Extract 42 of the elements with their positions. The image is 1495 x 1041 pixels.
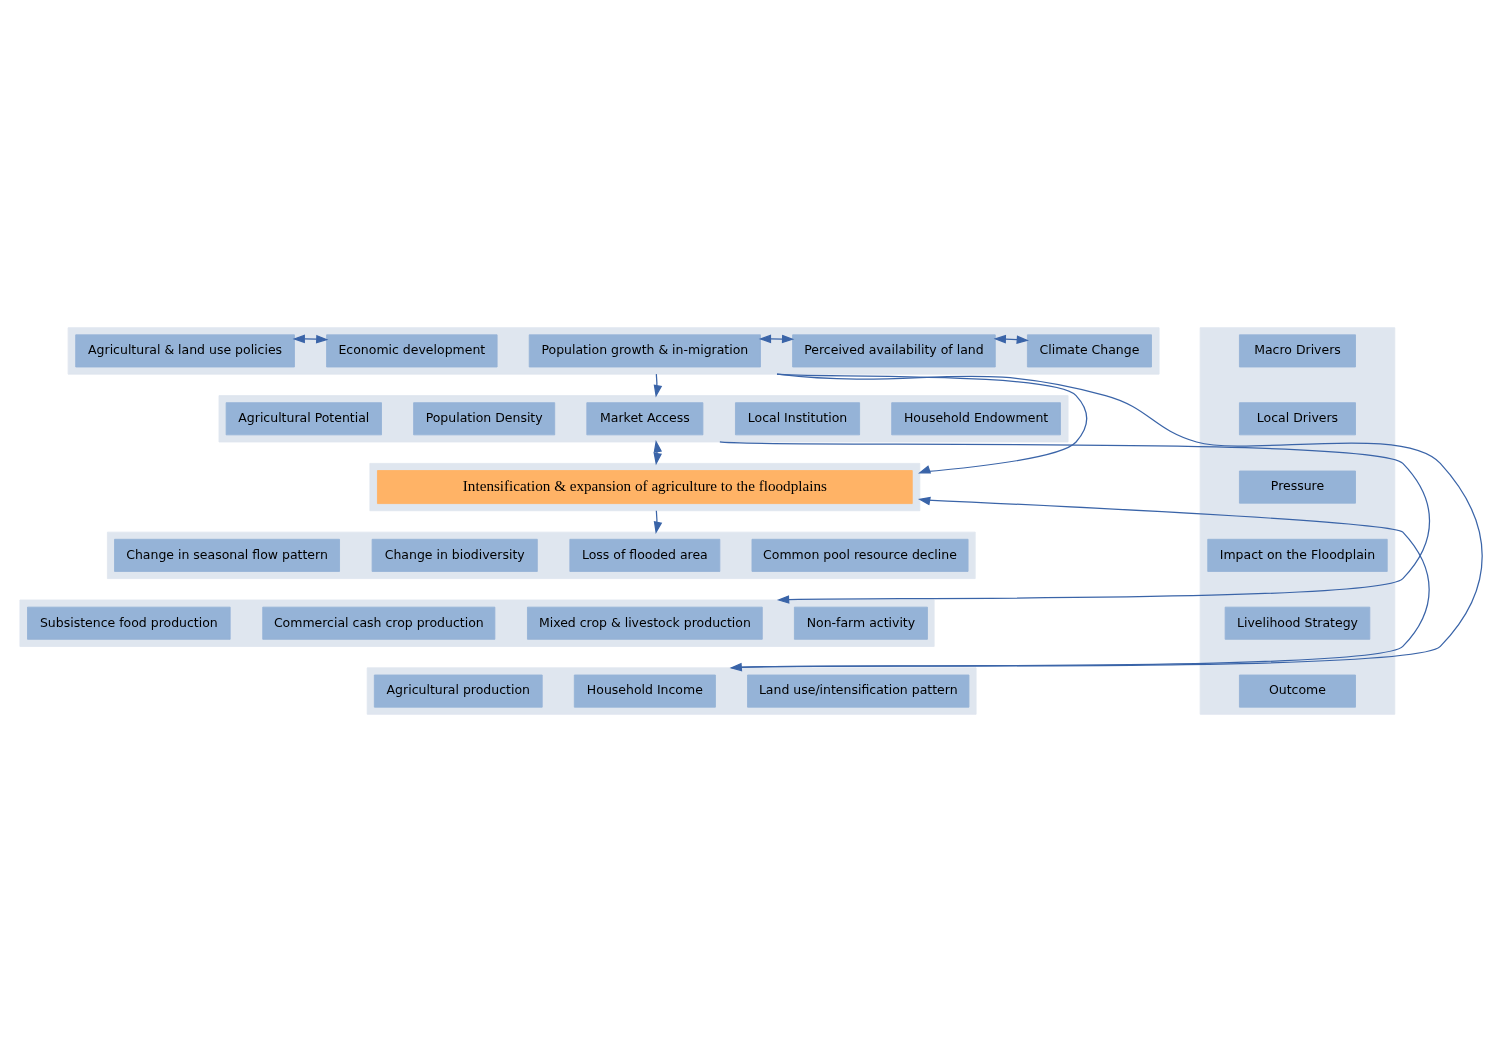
- cluster: [19, 599, 935, 647]
- node-box: Agricultural Potential: [225, 401, 382, 435]
- arrow: [993, 334, 1029, 344]
- cluster: [218, 394, 1069, 442]
- node-box: Agricultural & land use policies: [75, 333, 295, 367]
- node-box: Macro Drivers: [1239, 333, 1356, 367]
- node-box: Subsistence food production: [27, 606, 231, 640]
- arrow: [719, 440, 1431, 604]
- node-box: Climate Change: [1026, 333, 1152, 367]
- node-box: Loss of flooded area: [569, 538, 721, 572]
- node-box: Local Institution: [735, 401, 860, 435]
- cluster: [366, 666, 977, 715]
- node-box: Market Access: [586, 401, 704, 435]
- node-box: Pressure: [1239, 470, 1356, 504]
- arrow: [653, 373, 663, 397]
- node-box: Perceived availability of land: [792, 333, 996, 367]
- node-box: Mixed crop & livestock production: [527, 606, 763, 640]
- node-box: Change in biodiversity: [371, 538, 538, 572]
- cluster: [106, 531, 976, 579]
- node-box: Household Endowment: [891, 401, 1061, 435]
- cluster: [1199, 326, 1396, 715]
- node-box: Economic development: [326, 333, 498, 367]
- node-box: Livelihood Strategy: [1224, 606, 1371, 640]
- arrow: [292, 334, 329, 343]
- node-box: Population growth & in-migration: [528, 333, 761, 367]
- cluster: [67, 326, 1160, 375]
- node-box: Population Density: [413, 401, 556, 435]
- node-box: Change in seasonal flow pattern: [114, 538, 340, 572]
- node-box: Non-farm activity: [793, 606, 928, 640]
- arrow: [758, 334, 795, 343]
- node-box: Household Income: [573, 674, 716, 708]
- node-box: Commercial cash crop production: [262, 606, 496, 640]
- node-box: Local Drivers: [1239, 401, 1356, 435]
- node-box: Common pool resource decline: [751, 538, 969, 572]
- cluster: [369, 462, 921, 511]
- node-box: Impact on the Floodplain: [1207, 538, 1388, 572]
- arrow: [653, 509, 663, 534]
- node-box: Outcome: [1239, 674, 1356, 708]
- arrow: [730, 496, 1430, 668]
- node-box: Agricultural production: [373, 674, 543, 708]
- node-box: Land use/intensification pattern: [747, 674, 970, 708]
- node-box: Intensification & expansion of agriculture to the floodplains: [377, 469, 913, 504]
